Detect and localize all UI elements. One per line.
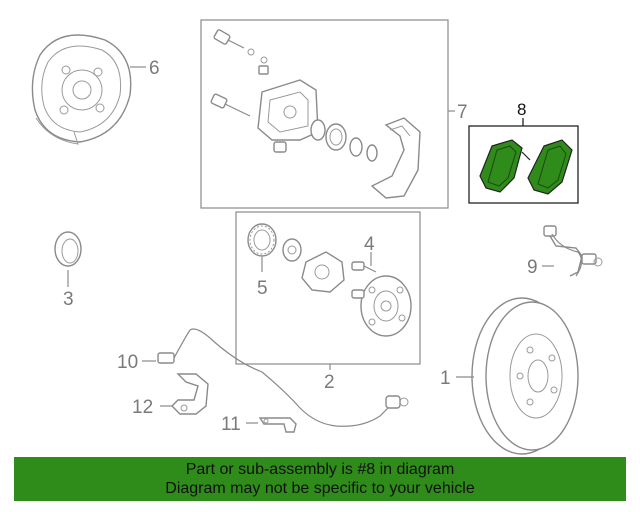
callout-6: 6 <box>149 58 160 79</box>
banner-line-2: Diagram may not be specific to your vehi… <box>165 480 475 497</box>
part-7-caliper[interactable] <box>210 29 421 199</box>
part-10-abs-sensor[interactable] <box>157 328 409 427</box>
callout-2: 2 <box>324 372 335 393</box>
callout-1: 1 <box>440 368 451 389</box>
part-12-bracket[interactable] <box>171 373 209 415</box>
part-2-hub[interactable] <box>282 238 412 337</box>
part-5-tone-ring[interactable] <box>247 223 277 257</box>
highlight-banner: Part or sub-assembly is #8 in diagram Di… <box>14 457 626 501</box>
part-8-brake-pads[interactable] <box>479 139 573 195</box>
callout-9: 9 <box>527 257 538 278</box>
callout-7: 7 <box>457 102 468 123</box>
part-1-rotor[interactable] <box>471 297 579 455</box>
part-2-box <box>235 211 421 365</box>
part-11-clip[interactable] <box>258 417 297 433</box>
callout-4: 4 <box>364 234 375 255</box>
callout-8: 8 <box>517 100 526 119</box>
callout-11: 11 <box>221 414 241 435</box>
part-3-seal[interactable] <box>54 231 82 267</box>
banner-line-1: Part or sub-assembly is #8 in diagram <box>185 461 455 478</box>
callout-10: 10 <box>117 352 138 373</box>
callout-5: 5 <box>257 278 268 299</box>
part-6-backing-plate[interactable] <box>31 34 132 145</box>
part-9-brake-hose[interactable] <box>543 225 603 277</box>
callout-12: 12 <box>132 397 153 418</box>
part-7-box <box>200 19 449 209</box>
callout-3: 3 <box>63 289 74 310</box>
